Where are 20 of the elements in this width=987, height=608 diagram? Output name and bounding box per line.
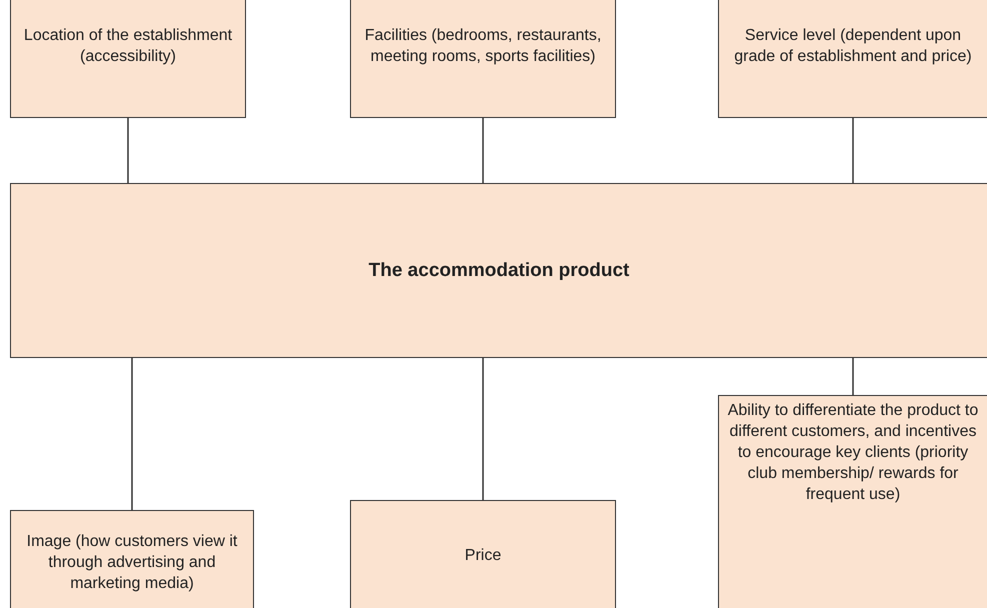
box-text: Facilities (bedrooms, restaurants, meeting rooms, sports facilities) — [364, 26, 602, 67]
box-text: Price — [464, 546, 502, 566]
box-text: Service level (dependent upon grade of establishment and price) — [733, 26, 973, 67]
factor-box — [10, 510, 254, 608]
connector-line — [131, 358, 133, 510]
central-box — [10, 183, 987, 358]
box-text: The accommodation product — [368, 260, 630, 281]
box-text: Ability to differentiate the product to different customers, and incentives to encourage key clients (priority club membership/ rewards for frequent use) — [727, 401, 979, 505]
factor-box — [718, 395, 987, 608]
factor-box — [350, 0, 616, 118]
connector-line — [482, 118, 484, 183]
factor-box — [718, 0, 987, 118]
factor-box — [350, 500, 616, 608]
box-text: Image (how customers view it through advertising and marketing media) — [26, 532, 238, 594]
connector-line — [852, 118, 854, 183]
connector-line — [852, 358, 854, 395]
connector-line — [482, 358, 484, 500]
box-text: Location of the establishment (accessibility) — [22, 26, 234, 67]
factor-box — [10, 0, 246, 118]
connector-line — [127, 118, 129, 183]
